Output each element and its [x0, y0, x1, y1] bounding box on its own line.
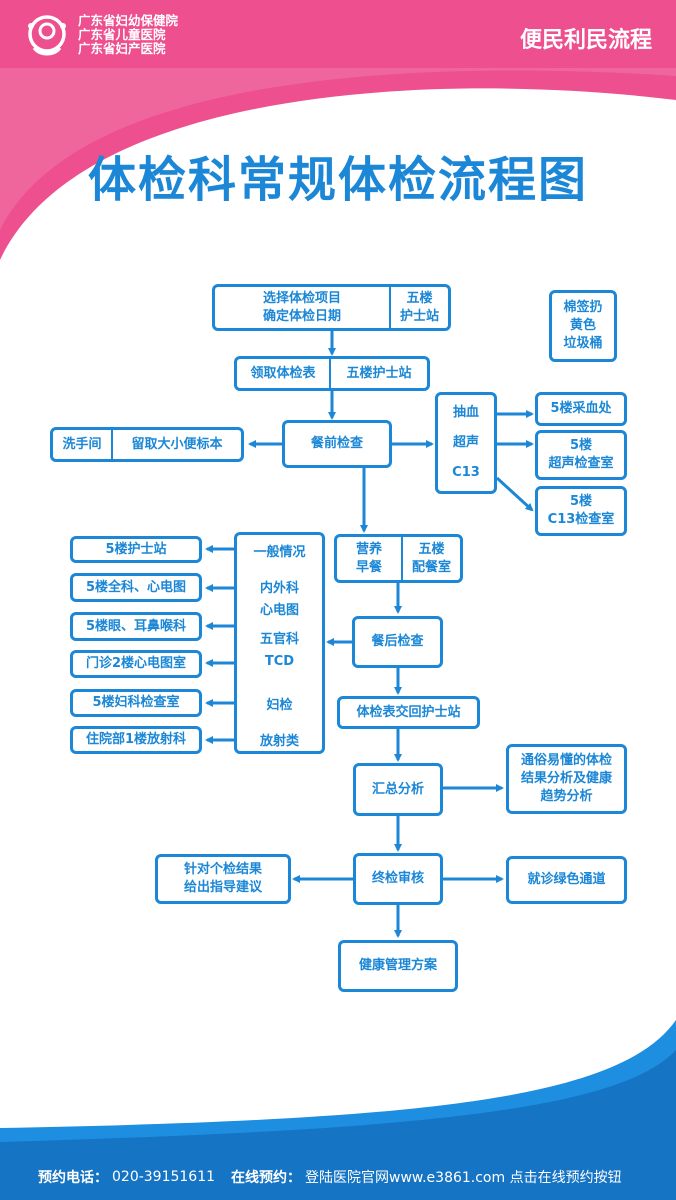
- final-review-box: 终检审核: [353, 853, 443, 905]
- c13-room-box: 5楼 C13检查室: [535, 486, 627, 536]
- online-text: 登陆医院官网www.e3861.com 点击在线预约按钮: [305, 1170, 622, 1186]
- select-date-text: 确定体检日期: [262, 308, 341, 324]
- page-title: 体检科常规体检流程图: [87, 152, 588, 208]
- trash-line: 垃圾桶: [563, 336, 603, 351]
- nurse-station-text: 护士站: [399, 308, 439, 324]
- general-items-list: 一般情况 内外科 心电图 五官科 TCD 妇检 放射类: [234, 532, 325, 754]
- blood-room-box: 5楼采血处: [535, 392, 627, 426]
- hospital-names: 广东省妇幼保健院 广东省儿童医院 广东省妇产医院: [78, 14, 178, 56]
- ultrasound-item: 超声: [452, 435, 479, 450]
- select-exam-cell: 选择体检项目 确定体检日期: [215, 287, 389, 328]
- select-items-text: 选择体检项目: [262, 290, 341, 306]
- green-channel-text: 就诊绿色通道: [527, 872, 606, 887]
- fifth-floor-text: 五楼: [406, 290, 433, 306]
- general-item: TCD: [264, 654, 295, 669]
- fifth-floor-nurse-station-text: 五楼护士站: [329, 359, 427, 388]
- phone-number: 020-39151611: [112, 1169, 216, 1185]
- general-item: 放射类: [259, 734, 299, 749]
- hospital-name: 广东省儿童医院: [78, 27, 166, 42]
- select-exam-box: 选择体检项目 确定体检日期 五楼 护士站: [212, 284, 451, 331]
- advice-line: 给出指导建议: [183, 880, 262, 895]
- blood-draw-item: 抽血: [452, 405, 479, 420]
- pre-meal-items-box: 抽血 超声 C13: [435, 392, 497, 494]
- location-box: 5楼妇科检查室: [70, 689, 202, 717]
- washroom-text: 洗手间: [62, 436, 102, 452]
- hospital-name: 广东省妇幼保健院: [78, 13, 179, 28]
- diet-room-cell: 五楼 配餐室: [401, 537, 460, 580]
- summary-note-line: 结果分析及健康: [520, 771, 612, 786]
- sample-text: 留取大小便标本: [111, 430, 241, 459]
- green-channel-box: 就诊绿色通道: [506, 856, 627, 904]
- return-form-text: 体检表交回护士站: [356, 704, 461, 720]
- general-items-box: [234, 532, 325, 754]
- phone-label: 预约电话：: [38, 1170, 108, 1186]
- location-box: 5楼全科、心电图: [70, 573, 202, 602]
- c13-item: C13: [452, 465, 480, 480]
- header-right-title: 便民利民流程: [519, 28, 652, 53]
- location-box: 住院部1楼放射科: [70, 726, 202, 754]
- location-box: 5楼护士站: [70, 536, 202, 563]
- post-meal-check-box: 餐后检查: [352, 616, 443, 668]
- location-text: 5楼妇科检查室: [92, 695, 180, 710]
- blood-room-text: 5楼采血处: [550, 401, 612, 416]
- general-item: 心电图: [259, 603, 299, 618]
- online-label: 在线预约：: [231, 1170, 302, 1186]
- ultrasound-room-line: 超声检查室: [548, 456, 614, 471]
- advice-box: 针对个检结果 给出指导建议: [155, 854, 291, 904]
- location-text: 住院部1楼放射科: [85, 732, 187, 747]
- get-form-text: 领取体检表: [250, 365, 316, 381]
- final-review-text: 终检审核: [371, 871, 424, 886]
- location-text: 5楼护士站: [105, 541, 167, 557]
- general-item: 一般情况: [253, 545, 306, 560]
- health-plan-box: 健康管理方案: [338, 940, 458, 992]
- nurse-station-cell: 五楼 护士站: [389, 287, 448, 328]
- health-plan-text: 健康管理方案: [358, 958, 437, 973]
- breakfast-cell: 营养 早餐: [337, 537, 401, 580]
- general-item: 妇检: [266, 698, 293, 713]
- pre-meal-text: 餐前检查: [310, 436, 363, 451]
- trash-line: 黄色: [569, 318, 596, 333]
- ultrasound-room-box: 5楼 超声检查室: [535, 430, 627, 480]
- hospital-logo: [28, 15, 66, 56]
- return-form-box: 体检表交回护士站: [337, 696, 480, 729]
- advice-line: 针对个检结果: [183, 862, 262, 877]
- breakfast-box: 营养 早餐 五楼 配餐室: [334, 534, 463, 583]
- c13-room-line: 5楼: [569, 494, 593, 509]
- summary-box: 汇总分析: [353, 763, 443, 816]
- diet-room-line: 五楼: [418, 541, 445, 557]
- breakfast-line: 营养: [355, 541, 382, 557]
- washroom-box: 洗手间 留取大小便标本: [50, 427, 244, 462]
- post-meal-text: 餐后检查: [371, 634, 424, 649]
- summary-note-line: 趋势分析: [540, 789, 593, 804]
- ultrasound-room-line: 5楼: [569, 438, 593, 453]
- location-text: 5楼眼、耳鼻喉科: [85, 618, 187, 634]
- summary-note-box: 通俗易懂的体检 结果分析及健康 趋势分析: [506, 744, 627, 814]
- breakfast-line: 早餐: [355, 559, 382, 575]
- diet-room-line: 配餐室: [411, 559, 451, 575]
- get-form-box: 领取体检表 五楼护士站: [234, 356, 430, 391]
- pre-meal-check-box: 餐前检查: [282, 420, 392, 468]
- location-box: 门诊2楼心电图室: [70, 650, 202, 678]
- footer-bar: 预约电话： 020-39151611 在线预约： 登陆医院官网www.e3861…: [0, 1162, 676, 1192]
- location-box: 5楼眼、耳鼻喉科: [70, 612, 202, 641]
- general-item: 五官科: [259, 632, 299, 647]
- trash-note-box: 棉签扔 黄色 垃圾桶: [549, 290, 617, 362]
- hospital-name: 广东省妇产医院: [78, 41, 166, 56]
- general-item: 内外科: [259, 581, 299, 596]
- location-text: 5楼全科、心电图: [85, 579, 187, 595]
- location-text: 门诊2楼心电图室: [85, 656, 187, 671]
- summary-note-line: 通俗易懂的体检: [520, 753, 612, 768]
- c13-room-line: C13检查室: [547, 512, 615, 527]
- trash-line: 棉签扔: [563, 300, 603, 315]
- summary-text: 汇总分析: [371, 781, 424, 797]
